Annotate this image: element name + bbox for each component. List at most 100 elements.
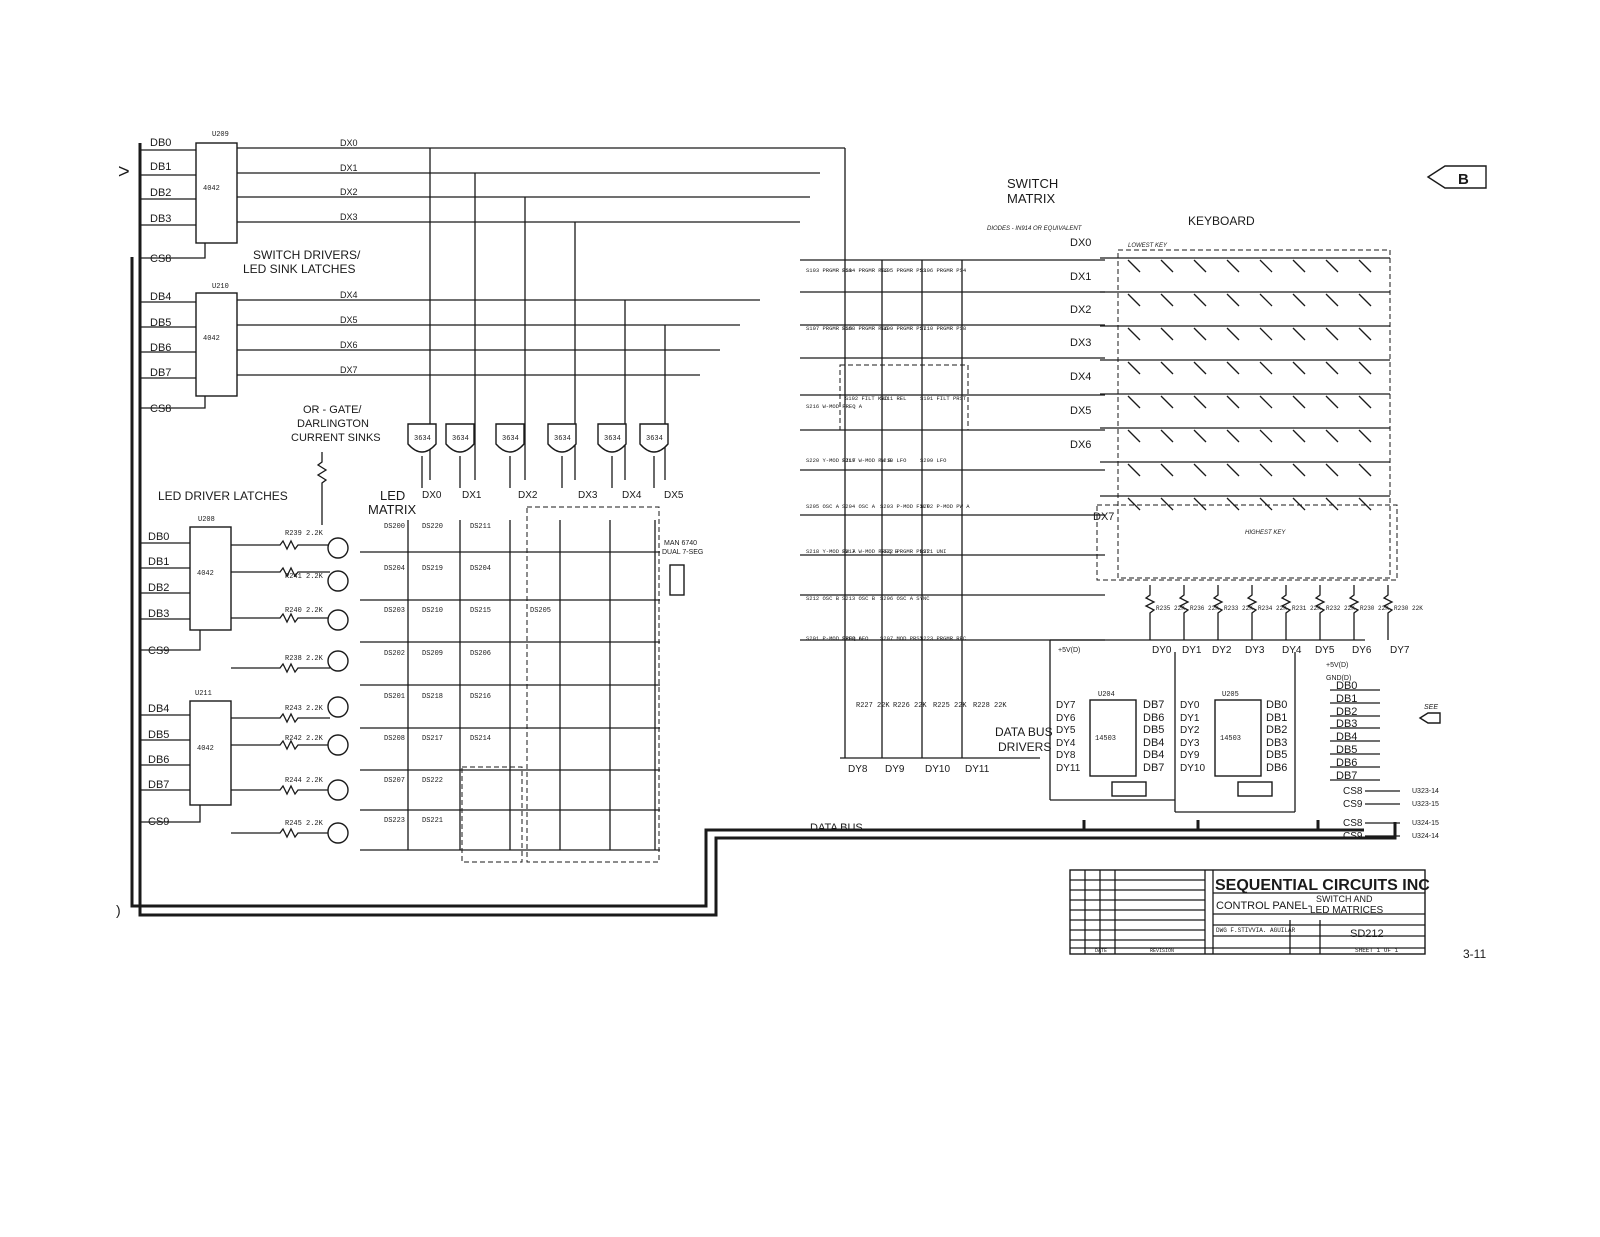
or-gate-title: OR - GATE/ bbox=[303, 404, 362, 416]
svg-text:DY2: DY2 bbox=[1180, 725, 1200, 736]
led-ds219: DS219 bbox=[422, 565, 443, 573]
key-switch bbox=[1325, 463, 1339, 477]
sheet-label: SHEET 1 OF 1 bbox=[1355, 947, 1399, 954]
svg-text:DB7: DB7 bbox=[1143, 762, 1164, 774]
key-switch bbox=[1226, 293, 1240, 307]
svg-text:DY7: DY7 bbox=[1056, 700, 1076, 711]
seven-seg-label-2: DUAL 7-SEG bbox=[662, 549, 703, 556]
pullup-label: R236 22K bbox=[1190, 605, 1219, 612]
key-switch bbox=[1325, 395, 1339, 409]
svg-text:4042: 4042 bbox=[197, 745, 214, 753]
switch-label: S207 MOD PRST bbox=[880, 635, 924, 642]
svg-text:CS9: CS9 bbox=[1343, 799, 1363, 810]
gnd-label: GND(D) bbox=[1326, 675, 1351, 682]
svg-text:DB5: DB5 bbox=[1143, 724, 1164, 736]
svg-text:DX3: DX3 bbox=[340, 212, 358, 222]
svg-text:DB0: DB0 bbox=[1266, 699, 1287, 711]
key-switch bbox=[1325, 293, 1339, 307]
svg-text:DX5: DX5 bbox=[340, 315, 358, 325]
svg-text:DY8: DY8 bbox=[848, 764, 868, 775]
svg-text:R227 22K: R227 22K bbox=[856, 702, 890, 710]
svg-text:DY10: DY10 bbox=[1180, 763, 1205, 774]
bus-labels-led2: DB4 DB5 DB6 DB7 CS9 bbox=[140, 703, 201, 828]
keyboard-title: KEYBOARD bbox=[1188, 214, 1255, 228]
latch-u209: U209 4042 bbox=[195, 131, 238, 244]
led-ds216: DS216 bbox=[470, 693, 491, 701]
key-switch bbox=[1193, 497, 1207, 511]
svg-text:DY8: DY8 bbox=[1056, 750, 1076, 761]
svg-text:DB7: DB7 bbox=[1143, 699, 1164, 711]
led-ds217: DS217 bbox=[422, 735, 443, 743]
switch-label: S103 PRGMR PS1 bbox=[806, 267, 853, 274]
svg-text:DX1: DX1 bbox=[340, 163, 358, 173]
svg-text:CS8: CS8 bbox=[1343, 818, 1363, 829]
led-ds204: DS204 bbox=[384, 565, 405, 573]
key-switch bbox=[1358, 327, 1372, 341]
key-switch bbox=[1193, 327, 1207, 341]
page-number: 3-11 bbox=[1463, 947, 1486, 961]
led-ds201: DS201 bbox=[384, 693, 405, 701]
key-switch bbox=[1325, 327, 1339, 341]
svg-text:DB4: DB4 bbox=[1143, 749, 1164, 761]
svg-text:DX2: DX2 bbox=[340, 187, 358, 197]
svg-text:DX4: DX4 bbox=[1070, 371, 1091, 383]
svg-text:DB6: DB6 bbox=[1336, 757, 1357, 769]
svg-text:DB1: DB1 bbox=[1266, 712, 1287, 724]
svg-text:DY1: DY1 bbox=[1180, 713, 1200, 724]
pullup-resistor bbox=[1348, 585, 1360, 640]
led-ds210: DS210 bbox=[422, 607, 443, 615]
key-switch bbox=[1325, 361, 1339, 375]
bus-labels-led1: DB0 DB1 DB2 DB3 CS9 bbox=[140, 531, 201, 657]
switch-label: S205 OSC A bbox=[806, 503, 840, 510]
lowest-key-label: LOWEST KEY bbox=[1128, 243, 1168, 249]
key-switch bbox=[1226, 429, 1240, 443]
svg-text:R239 2.2K: R239 2.2K bbox=[285, 530, 324, 538]
svg-text:4042: 4042 bbox=[203, 185, 220, 193]
led-ds208: DS208 bbox=[384, 735, 405, 743]
switch-label: S209 LFO bbox=[920, 457, 947, 464]
svg-text:DB0: DB0 bbox=[1336, 680, 1357, 692]
key-switch bbox=[1358, 293, 1372, 307]
switch-label: S110 PRGMR PS8 bbox=[920, 325, 966, 332]
led-driver-latches-title: LED DRIVER LATCHES bbox=[158, 489, 288, 503]
switch-label: S202 P-MOD PW A bbox=[920, 503, 970, 510]
key-switch bbox=[1292, 497, 1306, 511]
latch-u210: U210 4042 bbox=[195, 283, 238, 397]
led-ds200: DS200 bbox=[384, 523, 405, 531]
svg-text:DY3: DY3 bbox=[1180, 738, 1200, 749]
bus-vertical-right bbox=[1082, 820, 1320, 830]
main-data-bus bbox=[138, 143, 1397, 917]
switch-label: S216 W-MOD FREQ A bbox=[806, 403, 863, 410]
pullup-label: R234 22K bbox=[1258, 605, 1287, 612]
svg-text:4042: 4042 bbox=[197, 570, 214, 578]
or-gate-title-2: DARLINGTON bbox=[297, 418, 369, 430]
svg-text:SEE: SEE bbox=[1424, 704, 1438, 711]
svg-text:DB5: DB5 bbox=[148, 729, 169, 741]
svg-text:3634: 3634 bbox=[604, 435, 621, 443]
pullup-resistor bbox=[1382, 585, 1394, 640]
dy-bottom-pullups: R227 22K R226 22K R225 22K R228 22K DY8 … bbox=[840, 692, 1040, 775]
svg-text:U205: U205 bbox=[1222, 691, 1239, 699]
switch-label: S109 PRGMR PS7 bbox=[880, 325, 926, 332]
svg-text:U208: U208 bbox=[198, 516, 215, 524]
svg-text:DB3: DB3 bbox=[150, 213, 171, 225]
latch-u208: U208 4042 bbox=[189, 516, 232, 631]
key-switch bbox=[1292, 463, 1306, 477]
key-switch bbox=[1193, 293, 1207, 307]
drawing-title-3: LED MATRICES bbox=[1310, 905, 1383, 916]
svg-text:3634: 3634 bbox=[414, 435, 431, 443]
key-switch bbox=[1127, 259, 1141, 273]
svg-text:U211: U211 bbox=[195, 690, 212, 698]
svg-text:DY3: DY3 bbox=[1245, 645, 1265, 656]
svg-text:DB2: DB2 bbox=[1266, 724, 1287, 736]
svg-text:DY9: DY9 bbox=[1180, 750, 1200, 761]
switch-label: S221 UNI bbox=[920, 548, 946, 555]
svg-text:4042: 4042 bbox=[203, 335, 220, 343]
svg-text:R244 2.2K: R244 2.2K bbox=[285, 777, 324, 785]
svg-text:DX7: DX7 bbox=[1093, 511, 1114, 523]
svg-text:DX6: DX6 bbox=[340, 340, 358, 350]
svg-text:3634: 3634 bbox=[502, 435, 519, 443]
switch-label: S204 OSC A bbox=[842, 503, 876, 510]
